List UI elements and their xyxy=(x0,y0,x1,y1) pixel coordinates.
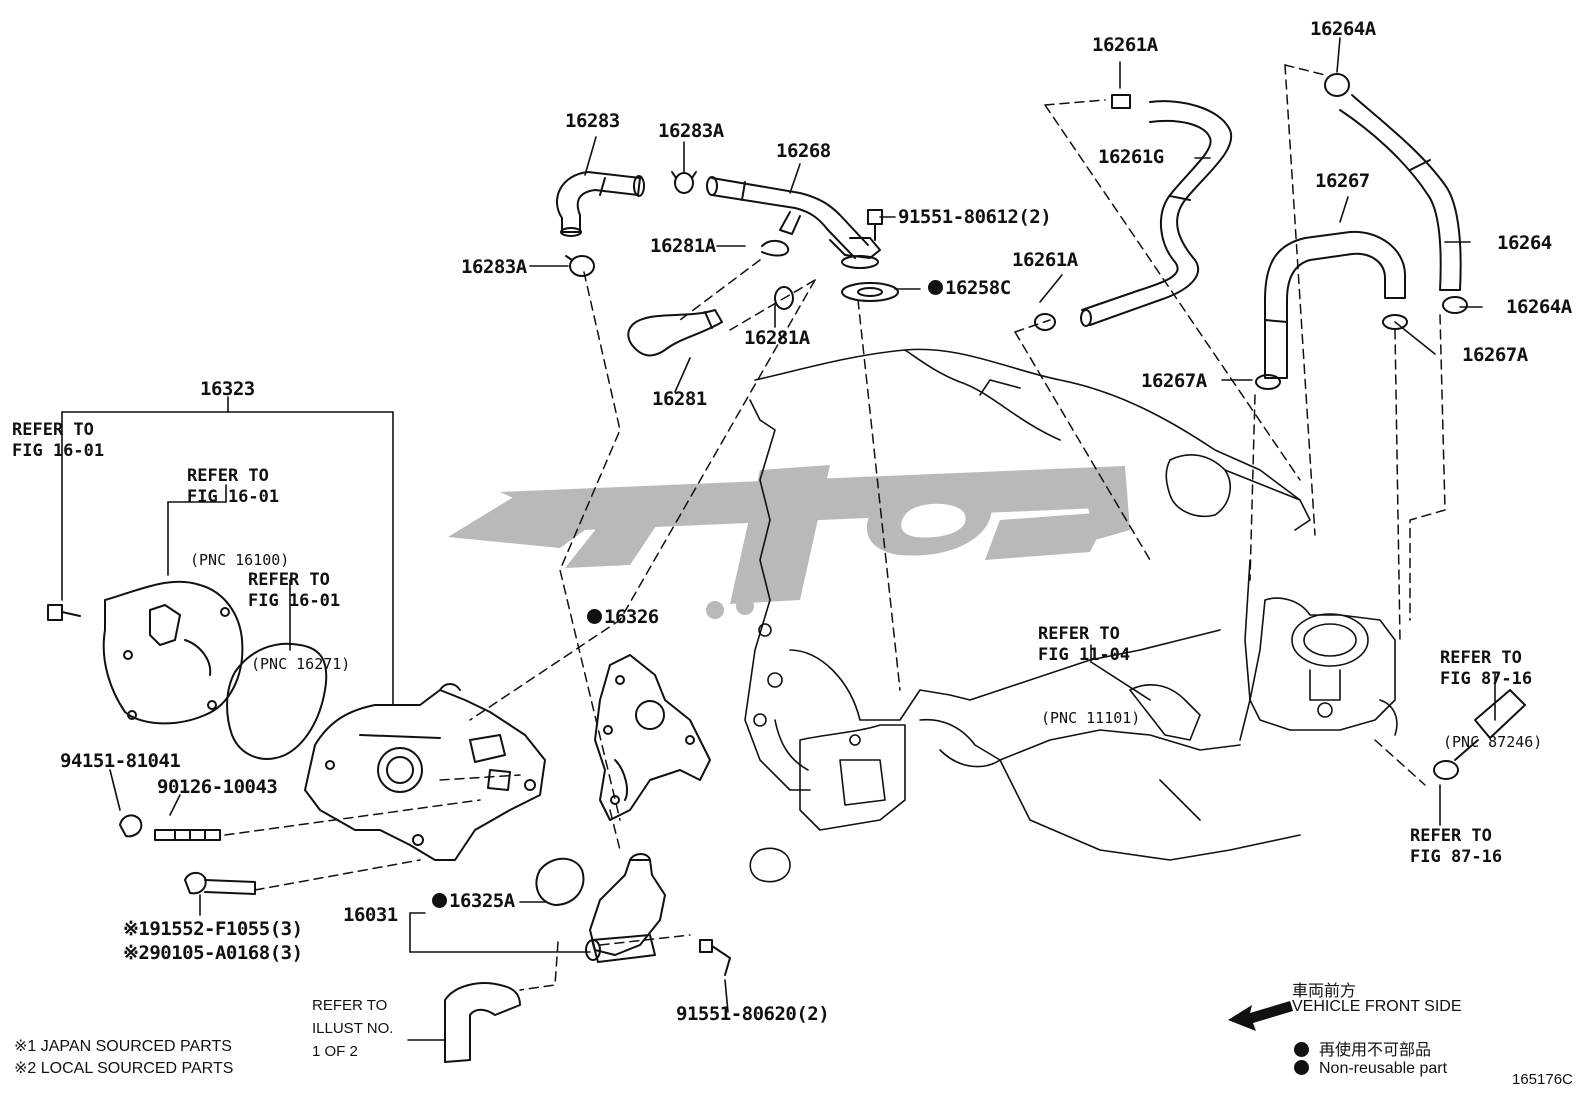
part-label-16283A-left: 16283A xyxy=(461,256,527,278)
bolt-91551-80612 xyxy=(867,209,883,241)
water-pump-16323 xyxy=(304,683,546,861)
clamp-16264A-top xyxy=(1324,73,1350,97)
nut-94151-81041 xyxy=(119,814,143,838)
ref-pnc: (PNC 16271) xyxy=(251,655,351,673)
part-label-16267A-mid: 16267A xyxy=(1141,370,1207,392)
watermark-logo xyxy=(448,465,1130,619)
part-label-16281: 16281 xyxy=(652,388,707,410)
clamp-16281A-upper xyxy=(761,240,790,257)
part-label-16323: 16323 xyxy=(200,378,255,400)
part-label-16325A: 16325A xyxy=(432,890,515,912)
ref-pnc: (PNC 16100) xyxy=(190,551,290,569)
part-label-16283: 16283 xyxy=(565,110,620,132)
diagram-code: 165176C xyxy=(1512,1071,1573,1088)
ref-fig-16-01-pnc-16271: REFER TO FIG 16-01 (PNC 16271) xyxy=(248,528,350,696)
note-local-sourced: ※2 LOCAL SOURCED PARTS xyxy=(14,1060,234,1077)
gasket-16258C xyxy=(841,282,899,302)
part-label-16281A-lower: 16281A xyxy=(744,327,810,349)
part-label-90105-A0168: ※290105-A0168(3) xyxy=(123,942,303,964)
part-label-16268: 16268 xyxy=(776,140,831,162)
hose-right-ref-87246 xyxy=(1433,689,1526,780)
hose-16264 xyxy=(1339,94,1462,291)
part-label-16283A-top: 16283A xyxy=(658,120,724,142)
ref-fig-16-01-left: REFER TO FIG 16-01 xyxy=(12,420,105,461)
part-label-91552-F1055: ※191552-F1055(3) xyxy=(123,918,303,940)
bolt-left-ref xyxy=(47,604,81,621)
pipe-16268 xyxy=(706,176,881,269)
clamp-16264A-right xyxy=(1442,296,1468,314)
engine-assembly xyxy=(744,348,1398,883)
nonreusable-dot-icon xyxy=(587,609,602,624)
ref-fig-87-16-top: REFER TO FIG 87-16 (PNC 87246) xyxy=(1440,606,1542,774)
part-label-91551-80612: 91551-80612(2) xyxy=(898,206,1052,228)
bolt-91552-F1055 xyxy=(184,872,256,895)
clamp-16261A-top xyxy=(1111,94,1131,109)
hose-16283 xyxy=(556,171,645,237)
inlet-16031 xyxy=(585,853,666,963)
ref-illust-no: REFER TO ILLUST NO. 1 OF 2 xyxy=(312,997,394,1060)
part-label-16326: 16326 xyxy=(587,606,659,628)
hose-ref-illust xyxy=(444,982,521,1063)
note-japan-sourced: ※1 JAPAN SOURCED PARTS xyxy=(14,1038,232,1055)
gasket-16326 xyxy=(594,654,711,821)
clamp-16267A-right xyxy=(1382,314,1408,330)
gasket-16271 xyxy=(226,642,328,760)
legend-direction-en: VEHICLE FRONT SIDE xyxy=(1292,998,1462,1015)
part-label-16264A-right: 16264A xyxy=(1506,296,1572,318)
bolt-91551-80620 xyxy=(699,939,731,976)
ref-text: REFER TO FIG 87-16 xyxy=(1440,648,1533,689)
water-pump-cover-16100 xyxy=(102,580,244,725)
clamp-16261A-mid xyxy=(1034,313,1056,331)
oring-16325A xyxy=(535,857,585,906)
clamp-16283A-left xyxy=(565,255,595,277)
nonreusable-dot-icon xyxy=(432,893,447,908)
front-arrow-icon xyxy=(1228,1001,1293,1031)
hose-16267 xyxy=(1264,230,1406,379)
leader-lines xyxy=(61,37,1496,1041)
part-label-16261G: 16261G xyxy=(1098,146,1164,168)
ref-text: REFER TO FIG 16-01 xyxy=(187,466,280,507)
stud-90126-10043 xyxy=(154,829,221,841)
part-label-16281A-left: 16281A xyxy=(650,235,716,257)
part-label-16264: 16264 xyxy=(1497,232,1552,254)
part-label-16031: 16031 xyxy=(343,904,398,926)
ref-pnc: (PNC 87246) xyxy=(1443,733,1543,751)
ref-text: REFER TO FIG 16-01 xyxy=(248,570,341,611)
part-label-16261A-mid: 16261A xyxy=(1012,249,1078,271)
ref-text: REFER TO FIG 11-04 xyxy=(1038,624,1131,665)
part-label-16267: 16267 xyxy=(1315,170,1370,192)
part-label-90126-10043: 90126-10043 xyxy=(157,776,278,798)
clamp-16283A-top xyxy=(671,171,697,194)
nonreusable-dot-icon xyxy=(928,280,943,295)
part-label-91551-80620: 91551-80620(2) xyxy=(676,1003,830,1025)
ref-fig-16-01-pnc-16100: REFER TO FIG 16-01 (PNC 16100) xyxy=(187,424,289,592)
ref-pnc: (PNC 11101) xyxy=(1041,709,1141,727)
hose-16261G xyxy=(1080,100,1233,327)
part-label-16264A-top: 16264A xyxy=(1310,18,1376,40)
clamp-16281A-lower xyxy=(774,286,794,310)
part-label-16261A-top: 16261A xyxy=(1092,34,1158,56)
ref-fig-87-16-bottom: REFER TO FIG 87-16 xyxy=(1410,826,1503,867)
part-label-16267A-right: 16267A xyxy=(1462,344,1528,366)
legend-direction-jp: 車両前方 xyxy=(1292,983,1357,1000)
dashed-lines xyxy=(224,64,1446,991)
legend-nonreusable-en: Non-reusable part xyxy=(1294,1060,1447,1078)
nonreusable-dot-icon xyxy=(1294,1042,1309,1057)
part-label-16258C: 16258C xyxy=(928,277,1011,299)
hose-16281 xyxy=(627,309,723,357)
part-label-94151-81041: 94151-81041 xyxy=(60,750,181,772)
legend-nonreusable-jp: 再使用不可部品 xyxy=(1294,1036,1431,1060)
ref-fig-11-04: REFER TO FIG 11-04 (PNC 11101) xyxy=(1038,582,1140,750)
clamp-16267A-mid xyxy=(1255,374,1281,390)
nonreusable-dot-icon xyxy=(1294,1060,1309,1075)
